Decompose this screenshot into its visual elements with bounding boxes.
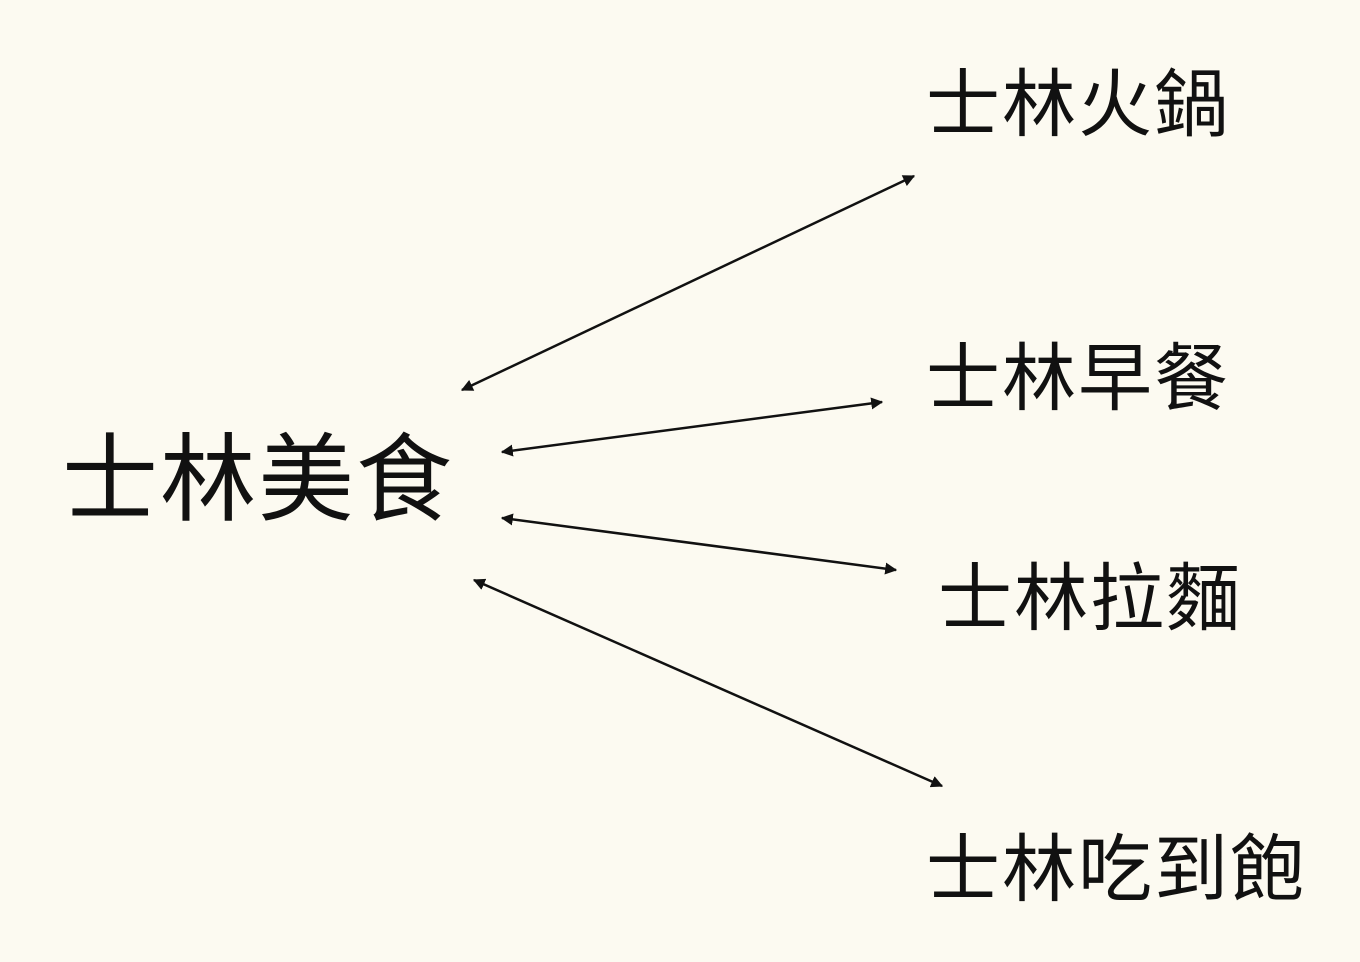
- branch-label-buffet: 士林吃到飽: [926, 827, 1306, 913]
- branch-label-hotpot: 士林火鍋: [926, 62, 1230, 148]
- arrow-to-breakfast: [500, 397, 884, 457]
- arrow-to-hotpot: [460, 174, 916, 392]
- arrow-to-ramen: [500, 513, 898, 575]
- branch-label-ramen: 士林拉麵: [938, 556, 1242, 642]
- arrow-to-buffet: [472, 578, 944, 788]
- center-topic-label: 士林美食: [62, 424, 454, 536]
- branch-label-breakfast: 士林早餐: [926, 336, 1230, 422]
